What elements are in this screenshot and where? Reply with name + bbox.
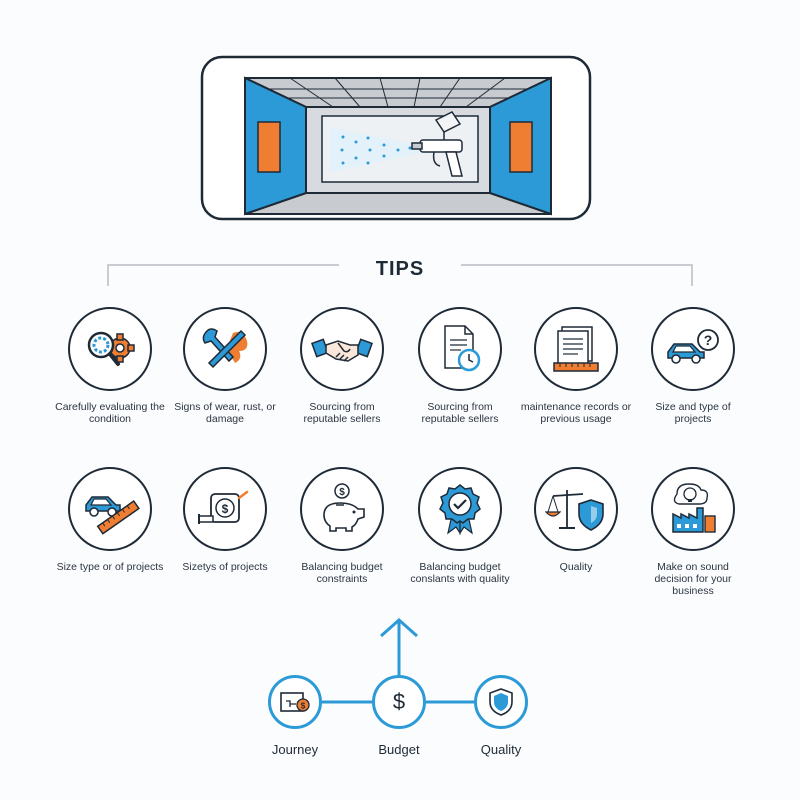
tip-balancing-budget: $ Balancing budget constraints: [282, 467, 402, 585]
tip-label: Sourcing from reputable sellers: [303, 401, 381, 425]
document-clock-icon: [444, 325, 481, 372]
svg-text:$: $: [339, 487, 345, 498]
tip-evaluate-condition: Carefully evaluating the condition: [50, 307, 170, 425]
journey-connector: [322, 617, 474, 704]
tip-icon-circle: [534, 307, 618, 391]
tip-sound-decision: Make on sound decision for your business: [633, 467, 753, 597]
car-ruler-icon: [85, 496, 140, 535]
wrench-screwdriver-icon: [202, 328, 248, 369]
tip-icon-circle: $: [300, 467, 384, 551]
dollar-icon: $: [392, 689, 406, 714]
car-question-icon: ?: [667, 329, 719, 364]
tip-label: Size type or of projects: [56, 561, 164, 573]
tip-label: Balancing budget constraints: [301, 561, 383, 585]
handshake-icon: [311, 338, 373, 362]
tip-label: Size and type of projects: [655, 401, 731, 425]
tip-icon-circle: [418, 467, 502, 551]
budget-plan-icon: $: [280, 692, 310, 712]
tip-icon-circle: ?: [651, 307, 735, 391]
journey-node: $: [268, 675, 322, 729]
tip-quality: Quality: [516, 467, 636, 573]
journey-label: Budget: [378, 742, 420, 757]
journey-node: $: [372, 675, 426, 729]
tip-icon-circle: [68, 467, 152, 551]
tips-title: TIPS: [375, 258, 425, 280]
tip-icon-circle: [534, 467, 618, 551]
tip-icon-circle: [651, 467, 735, 551]
lightbulb-factory-icon: [672, 483, 716, 533]
tip-label: Quality: [559, 561, 593, 573]
tip-label: Sourcing from reputable sellers: [421, 401, 499, 425]
scale-shield-icon: [545, 490, 604, 531]
tip-icon-circle: [68, 307, 152, 391]
tips-bracket-right-drop: [691, 264, 693, 286]
tip-icon-circle: $: [183, 467, 267, 551]
tip-budget-with-quality: Balancing budget conslants with quality: [400, 467, 520, 585]
journey-label: Journey: [271, 742, 319, 757]
quality-ribbon-icon: [439, 484, 481, 535]
shield-icon: [489, 688, 513, 716]
tip-label: Make on sound decision for your business: [654, 561, 732, 597]
tip-sizetys-of-projects: $ Sizetys of projects: [165, 467, 285, 573]
journey-node: [474, 675, 528, 729]
piggy-bank-icon: $: [323, 483, 365, 532]
tape-measure-dollar-icon: $: [198, 490, 249, 524]
spray-booth-illustration: [200, 55, 592, 221]
tip-label: maintenance records or previous usage: [520, 401, 632, 425]
tip-size-type-1: ? Size and type of projects: [633, 307, 753, 425]
tip-signs-of-wear: Signs of wear, rust, or damage: [165, 307, 285, 425]
tip-reputable-sellers-1: Sourcing from reputable sellers: [282, 307, 402, 425]
tip-label: Sizetys of projects: [182, 561, 268, 573]
tip-label: Balancing budget conslants with quality: [410, 561, 510, 585]
tip-maintenance-records: maintenance records or previous usage: [516, 307, 636, 425]
tip-icon-circle: [300, 307, 384, 391]
tip-icon-circle: [183, 307, 267, 391]
tips-bracket-right: [461, 264, 693, 266]
magnifier-gear-icon: [87, 331, 135, 366]
tip-label: Signs of wear, rust, or damage: [174, 401, 276, 425]
journey-label: Quality: [480, 742, 522, 757]
tip-label: Carefully evaluating the condition: [55, 401, 165, 425]
tip-reputable-sellers-2: Sourcing from reputable sellers: [400, 307, 520, 425]
tips-bracket-left: [107, 264, 339, 266]
svg-text:$: $: [301, 702, 306, 711]
records-ruler-icon: [553, 326, 599, 372]
tip-size-type-2: Size type or of projects: [50, 467, 170, 573]
tips-bracket-left-drop: [107, 264, 109, 286]
svg-text:$: $: [222, 502, 229, 516]
svg-text:?: ?: [704, 332, 713, 348]
tip-icon-circle: [418, 307, 502, 391]
